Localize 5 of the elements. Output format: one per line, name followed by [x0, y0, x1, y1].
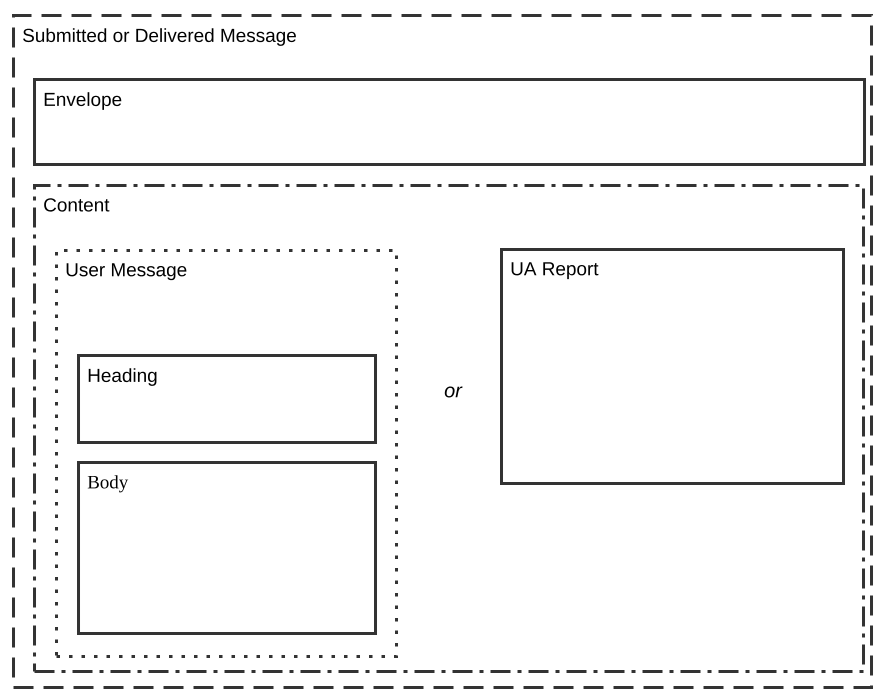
- connector-word: or: [444, 386, 463, 398]
- box: Body: [77, 461, 377, 635]
- box: Heading: [77, 354, 377, 444]
- box: Envelope: [33, 78, 866, 166]
- box: UA Report: [500, 248, 845, 485]
